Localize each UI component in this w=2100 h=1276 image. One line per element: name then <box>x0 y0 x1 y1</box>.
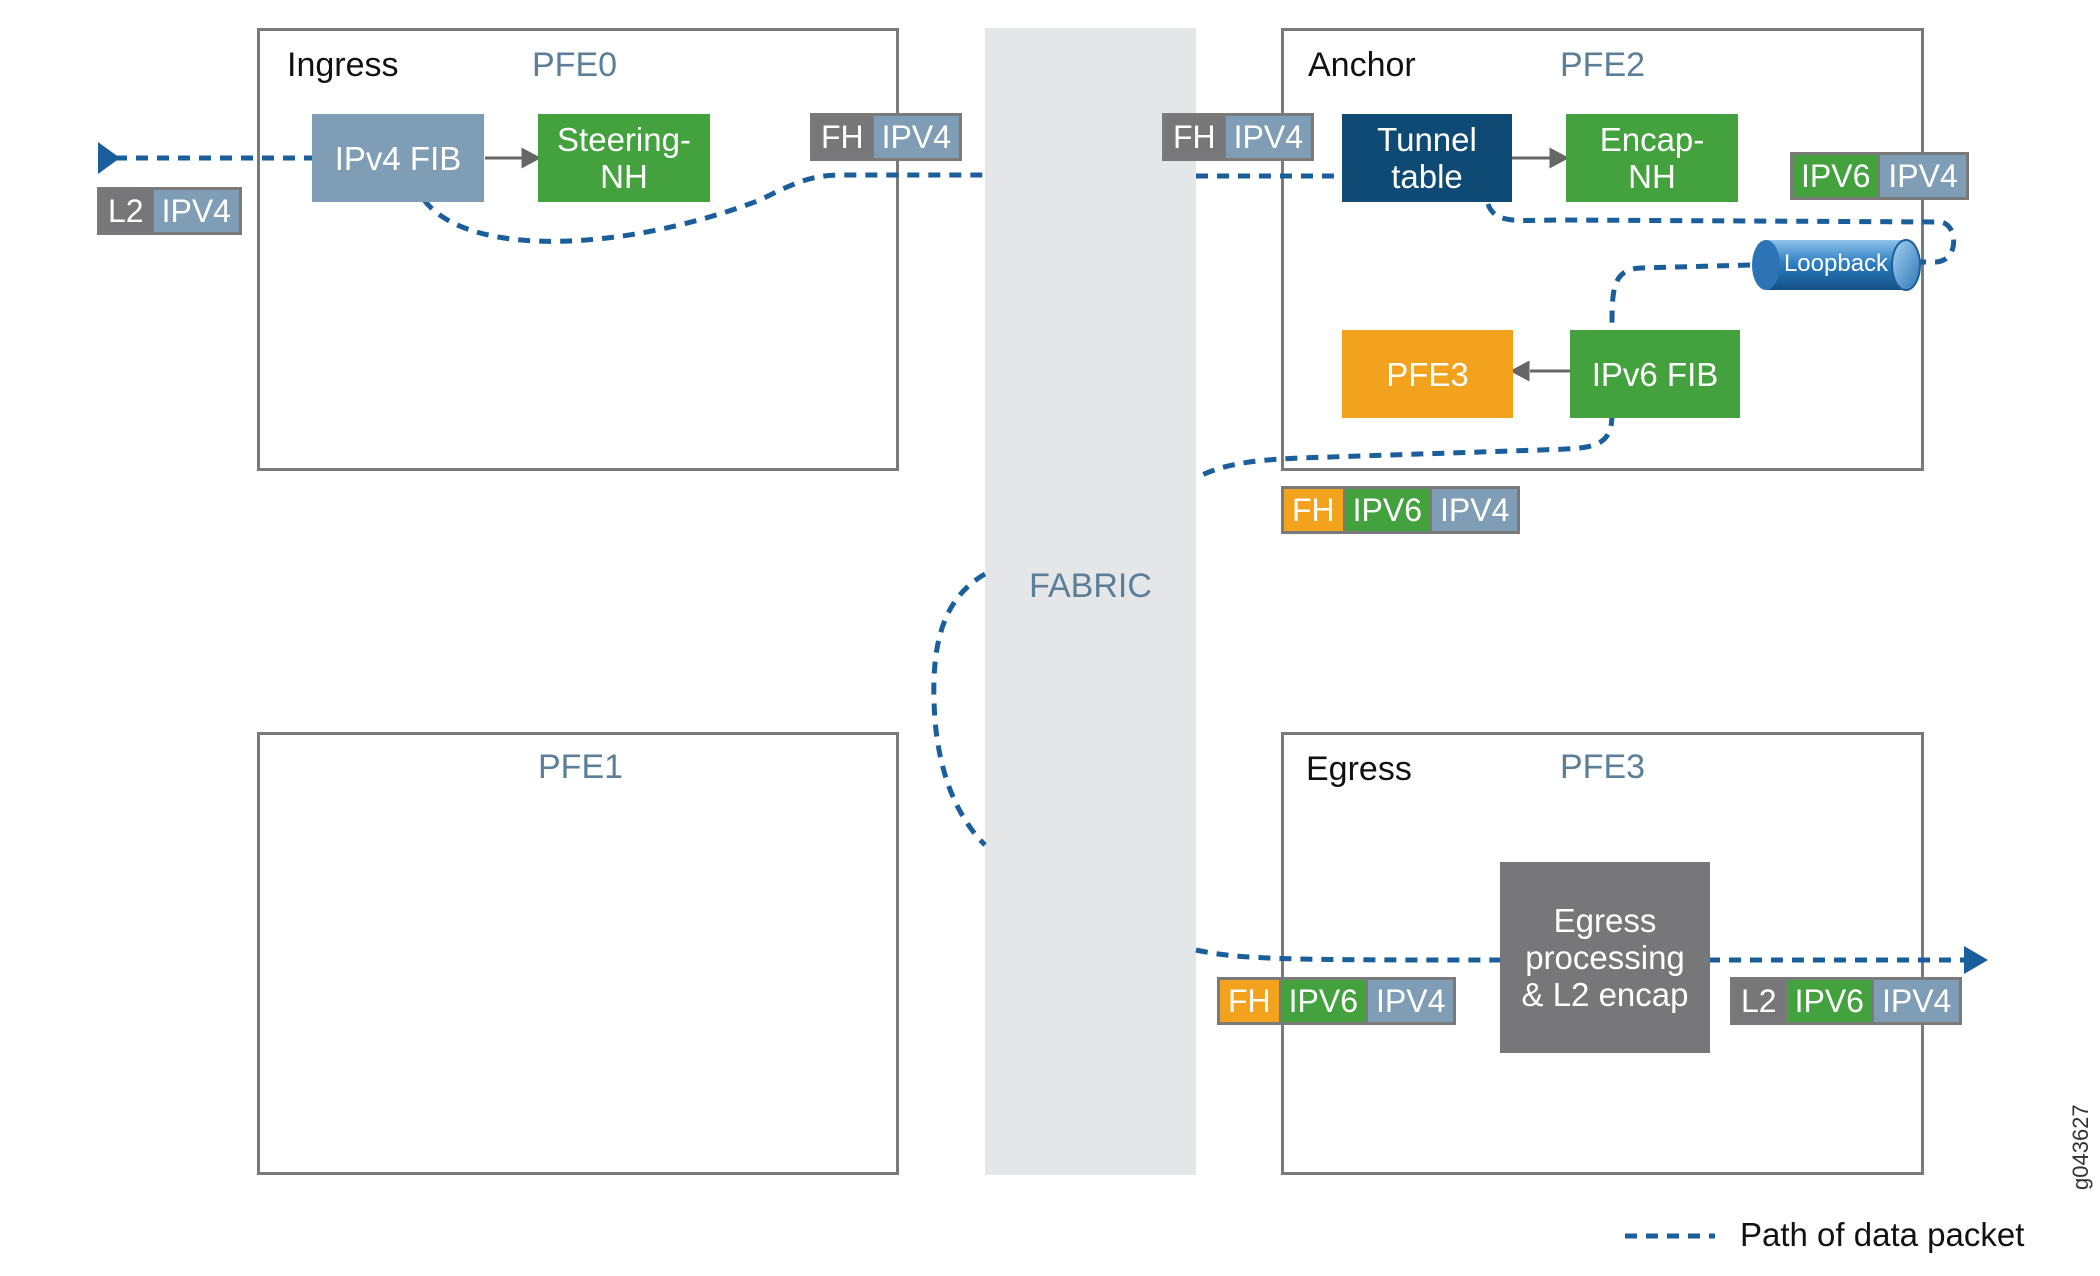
tunnel-table-block: Tunnel table <box>1342 114 1512 202</box>
internal-arrows <box>485 147 1570 382</box>
pfe2-role-label: Anchor <box>1308 46 1416 84</box>
header-ipv4: IPV4 <box>871 116 960 158</box>
header-ipv6: IPV6 <box>1278 980 1367 1022</box>
header-ipv4: IPV4 <box>1878 155 1966 197</box>
pfe3-target-block: PFE3 <box>1342 330 1513 418</box>
loopback-cylinder <box>1752 239 1921 291</box>
egress-processing-block: Egress processing & L2 encap <box>1500 862 1710 1053</box>
fabric-band <box>985 28 1196 1175</box>
header-pfe0-out: FH IPV4 <box>810 113 963 161</box>
header-ipv6: IPV6 <box>1342 489 1431 531</box>
fabric-label: FABRIC <box>1029 567 1152 605</box>
loopback-label: Loopback <box>1783 250 1889 277</box>
header-ipv4: IPV4 <box>1366 980 1454 1022</box>
header-pfe2-in: FH IPV4 <box>1162 113 1315 161</box>
path-arrowheads <box>98 142 1988 974</box>
header-fh: FH <box>813 116 872 158</box>
header-ipv4: IPV4 <box>1871 980 1960 1022</box>
header-ipv6: IPV6 <box>1784 980 1872 1022</box>
pfe3-title: PFE3 <box>1560 748 1646 786</box>
header-fh: FH <box>1220 980 1279 1022</box>
pfe1-box <box>257 732 899 1175</box>
pfe3-role-label: Egress <box>1306 750 1412 788</box>
pfe0-role-label: Ingress <box>287 46 399 84</box>
ipv4-fib-block: IPv4 FIB <box>312 114 484 202</box>
pfe2-title: PFE2 <box>1560 46 1646 84</box>
header-ipv4: IPV4 <box>151 190 239 232</box>
ipv6-fib-block: IPv6 FIB <box>1570 330 1740 418</box>
packet-path <box>115 155 1968 963</box>
header-ipv4: IPV4 <box>1430 489 1518 531</box>
pfe0-title: PFE0 <box>532 46 618 84</box>
header-fh: FH <box>1165 116 1224 158</box>
legend-label: Path of data packet <box>1740 1216 2025 1253</box>
header-pfe2-encap: IPV6 IPV4 <box>1790 152 1969 200</box>
header-pfe3-in: FH IPV6 IPV4 <box>1217 977 1457 1025</box>
header-output: L2 IPV6 IPV4 <box>1730 977 1963 1025</box>
steering-nh-block: Steering- NH <box>538 114 710 202</box>
header-ipv4: IPV4 <box>1223 116 1312 158</box>
header-l2: L2 <box>1733 980 1785 1022</box>
pfe0-box <box>257 28 899 471</box>
header-l2: L2 <box>100 190 152 232</box>
header-fh: FH <box>1284 489 1343 531</box>
header-ipv6: IPV6 <box>1793 155 1879 197</box>
pfe1-title: PFE1 <box>538 748 624 786</box>
header-pfe2-out: FH IPV6 IPV4 <box>1281 486 1521 534</box>
figure-id: g043627 <box>2068 1104 2093 1190</box>
encap-nh-block: Encap- NH <box>1566 114 1738 202</box>
header-input: L2 IPV4 <box>97 187 242 235</box>
